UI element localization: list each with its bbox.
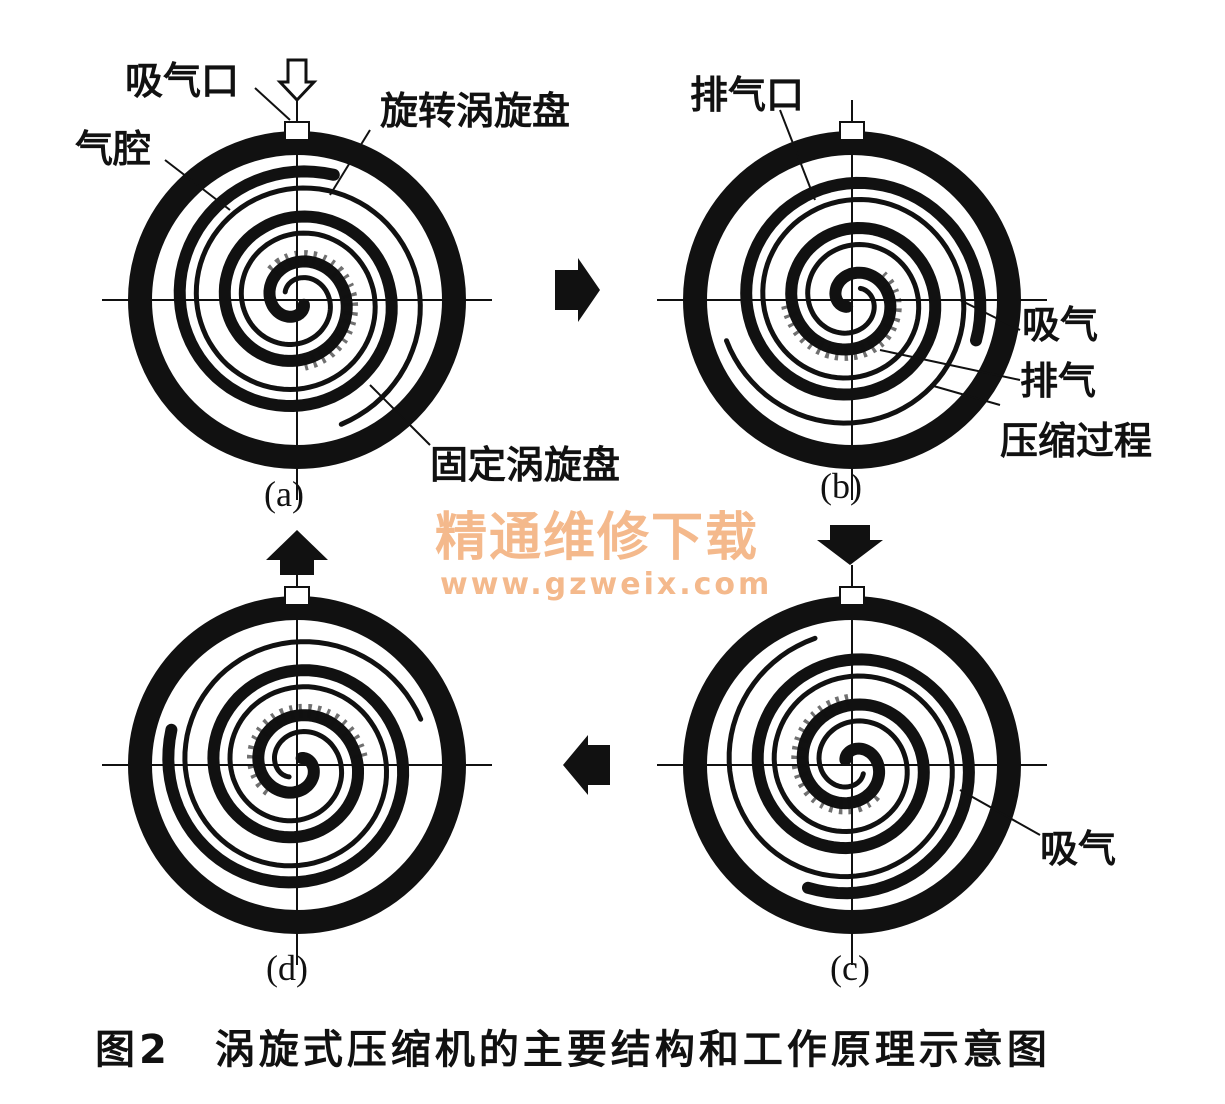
suction-inlet-arrow-icon — [276, 58, 318, 103]
leader-line-2 — [164, 159, 231, 211]
port-c — [839, 586, 865, 606]
label-suction-c: 吸气 — [1040, 826, 1117, 871]
label-suction-port: 吸气口 — [125, 58, 240, 103]
leader-line-8 — [959, 789, 1041, 836]
orbiting-scroll-c — [726, 635, 955, 880]
port-b — [839, 121, 865, 141]
port-a — [284, 121, 310, 141]
leader-line-6 — [879, 349, 1021, 381]
gas-chamber-b — [780, 271, 902, 361]
leader-line-3 — [369, 384, 431, 446]
arrow-up-icon — [266, 530, 328, 575]
orbiting-scroll-d — [182, 639, 424, 869]
leader-line-7 — [929, 384, 1001, 406]
label-compression: 压缩过程 — [1000, 418, 1153, 463]
gas-chamber-c — [791, 693, 881, 815]
label-discharge-port: 排气口 — [690, 72, 805, 117]
subfigure-a-label: (a) — [264, 474, 304, 514]
subfigure-d-label: (d) — [266, 948, 308, 988]
watermark-title: 精通维修下载 — [435, 508, 760, 568]
fixed-scroll-d — [162, 664, 410, 889]
leader-line-4 — [779, 109, 816, 201]
gas-chamber-d — [247, 703, 368, 796]
label-discharge-b: 排气 — [1020, 358, 1097, 403]
fixed-scroll-a — [173, 165, 398, 413]
label-orbiting-scroll: 旋转涡旋盘 — [380, 88, 571, 133]
figure-caption: 图2 涡旋式压缩机的主要结构和工作原理示意图 — [95, 1027, 1051, 1073]
leader-line-0 — [254, 87, 291, 121]
arrow-left-icon — [563, 735, 610, 795]
port-d — [284, 586, 310, 606]
arrow-down-icon — [817, 525, 883, 565]
watermark-url: www.gzweix.com — [440, 567, 773, 602]
label-gas-chamber: 气腔 — [75, 126, 152, 171]
arrow-right-icon — [555, 258, 600, 322]
label-fixed-scroll: 固定涡旋盘 — [430, 442, 621, 487]
leader-line-1 — [329, 129, 371, 196]
fixed-scroll-b — [740, 176, 987, 401]
orbiting-scroll-a — [193, 185, 423, 427]
leader-line-5 — [959, 299, 1021, 331]
gas-chamber-a — [267, 250, 359, 371]
fixed-scroll-c — [751, 653, 975, 900]
label-suction-b: 吸气 — [1022, 302, 1099, 347]
subfigure-c-label: (c) — [830, 948, 870, 988]
subfigure-b-label: (b) — [820, 466, 862, 506]
orbiting-scroll-b — [724, 196, 967, 426]
